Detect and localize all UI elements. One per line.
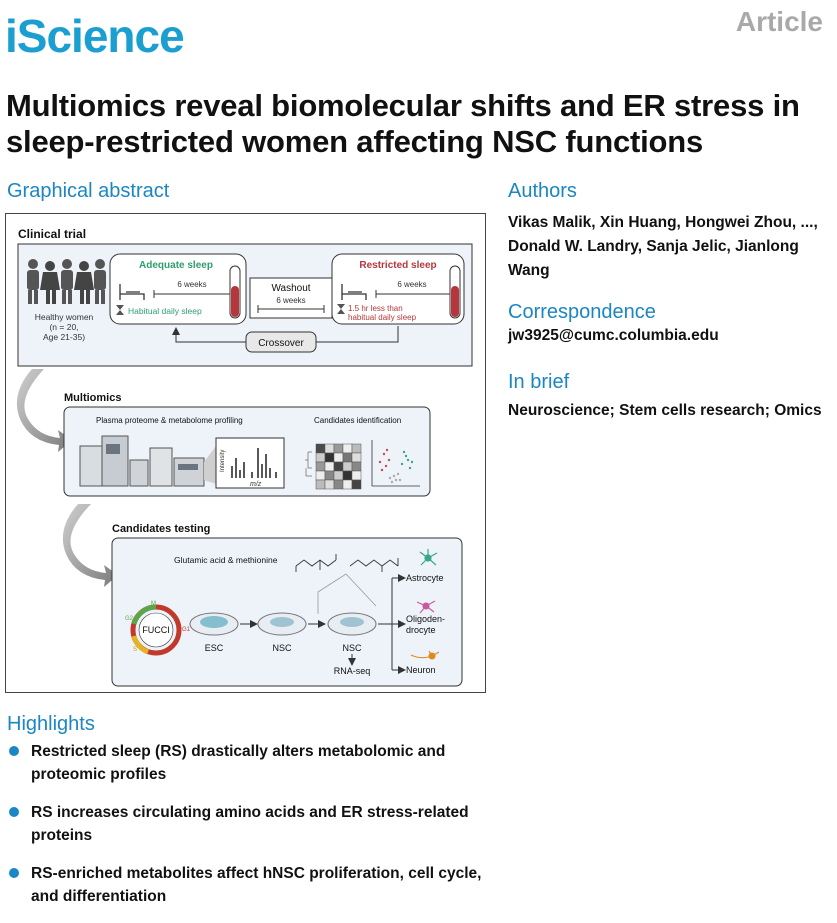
- authors-list: Vikas Malik, Xin Huang, Hongwei Zhou, ..…: [508, 214, 818, 279]
- esc-label: ESC: [205, 643, 224, 653]
- crossover-label: Crossover: [258, 338, 304, 349]
- compounds-label: Glutamic acid & methionine: [174, 555, 278, 565]
- in-brief-heading: In brief: [508, 371, 570, 393]
- oligodendrocyte-label-2: drocyte: [406, 625, 436, 635]
- differentiation-arrows: [378, 574, 406, 674]
- fucci-cell-cycle-icon: [130, 604, 182, 656]
- multiomics-label: Multiomics: [64, 392, 121, 404]
- volcano-plot: [371, 440, 420, 487]
- candidates-label: Candidates identification: [314, 416, 401, 425]
- mass-spectrum-plot: Intensity m/z: [215, 437, 285, 489]
- phase-g1: G1: [182, 627, 191, 633]
- restricted-desc-line2: habitual daily sleep: [348, 313, 417, 322]
- nsc-label-1: NSC: [272, 643, 292, 653]
- neuron-label: Neuron: [406, 665, 436, 675]
- highlights-heading: Highlights: [7, 713, 95, 735]
- graphical-abstract-heading: Graphical abstract: [7, 180, 170, 202]
- highlight-text: RS-enriched metabolites affect hNSC prol…: [31, 865, 482, 905]
- neuron-icon: [410, 650, 440, 660]
- washout-label: Washout: [271, 283, 310, 294]
- glutamic-acid-structure: [295, 554, 337, 572]
- candidates-testing-panel: [111, 537, 463, 687]
- rnaseq-label: RNA-seq: [334, 666, 371, 676]
- hourglass-icon-restricted: [337, 304, 345, 314]
- candidates-testing-label: Candidates testing: [112, 523, 210, 535]
- nsc-treated-dish-icon: [327, 612, 377, 636]
- in-brief-text: Neuroscience; Stem cells research; Omics: [508, 402, 822, 419]
- adequate-sleep-label: Adequate sleep: [139, 260, 213, 271]
- washout-box: [249, 277, 333, 319]
- fucci-label: FUCCI: [142, 625, 170, 635]
- participants-line3: Age 21-35): [43, 332, 85, 342]
- adequate-desc: Habitual daily sleep: [128, 306, 202, 316]
- clinical-trial-label: Clinical trial: [18, 227, 86, 241]
- article-type-label: Article: [735, 6, 823, 37]
- highlight-text: RS increases circulating amino acids and…: [31, 804, 469, 844]
- bullet-icon: [9, 807, 19, 817]
- journal-logo: iScience: [5, 10, 185, 62]
- astrocyte-label: Astrocyte: [406, 573, 444, 583]
- bullet-icon: [9, 868, 19, 878]
- highlight-item: RS increases circulating amino acids and…: [7, 801, 507, 847]
- oligodendrocyte-icon: [416, 600, 436, 614]
- profiling-label: Plasma proteome & metabolome profiling: [96, 416, 243, 425]
- correspondence-email[interactable]: jw3925@cumc.columbia.edu: [508, 327, 719, 344]
- crossover-box: [245, 331, 317, 353]
- bed-icon-restricted: [341, 284, 367, 300]
- zoom-cone: [204, 446, 216, 484]
- compound-treatment-lines: [317, 573, 377, 614]
- article-title: Multiomics reveal biomolecular shifts an…: [6, 88, 800, 159]
- lc-instrument-icon: [149, 447, 205, 487]
- highlight-text: Restricted sleep (RS) drastically alters…: [31, 743, 446, 783]
- astrocyte-icon: [419, 549, 438, 566]
- flow-arrow-icon-2: [62, 504, 118, 587]
- washout-weeks: 6 weeks: [276, 296, 305, 305]
- svg-text:m/z: m/z: [250, 481, 262, 488]
- blood-tube-icon-restricted: [449, 265, 461, 319]
- bed-icon: [119, 284, 145, 300]
- authors-heading: Authors: [508, 180, 577, 202]
- restricted-sleep-box: [331, 253, 465, 325]
- flow-arrow-icon: [16, 369, 72, 452]
- restricted-desc-line1: 1.5 hr less than: [348, 304, 403, 313]
- highlights-list: Restricted sleep (RS) drastically alters…: [7, 740, 507, 923]
- phase-s: S: [133, 647, 137, 653]
- nsc-dish-icon: [257, 612, 307, 636]
- adequate-weeks-label: 6 weeks: [177, 280, 206, 289]
- graphical-abstract-figure: Clinical trial Healthy women (n = 20, Ag…: [5, 213, 486, 693]
- esc-dish-icon: [189, 612, 239, 636]
- oligodendrocyte-label-1: Oligoden-: [406, 614, 445, 624]
- blood-tube-icon: [229, 265, 241, 319]
- methionine-structure: [349, 558, 399, 572]
- highlight-item: RS-enriched metabolites affect hNSC prol…: [7, 862, 507, 908]
- restricted-weeks-label: 6 weeks: [397, 280, 426, 289]
- phase-g2: G2: [125, 616, 134, 622]
- participants-line2: (n = 20,: [49, 322, 78, 332]
- svg-text:Intensity: Intensity: [220, 450, 226, 472]
- heatmap-plot: [305, 443, 362, 490]
- correspondence-heading: Correspondence: [508, 301, 656, 323]
- participants-line1: Healthy women: [35, 312, 94, 322]
- restricted-sleep-label: Restricted sleep: [359, 260, 436, 271]
- highlight-item: Restricted sleep (RS) drastically alters…: [7, 740, 507, 786]
- phase-m: M: [151, 601, 156, 607]
- bullet-icon: [9, 746, 19, 756]
- nsc-label-2: NSC: [342, 643, 362, 653]
- mass-spectrometer-icon: [79, 435, 149, 487]
- hourglass-icon: [116, 305, 124, 315]
- people-group-icon: [27, 259, 106, 304]
- adequate-sleep-box: [109, 253, 247, 325]
